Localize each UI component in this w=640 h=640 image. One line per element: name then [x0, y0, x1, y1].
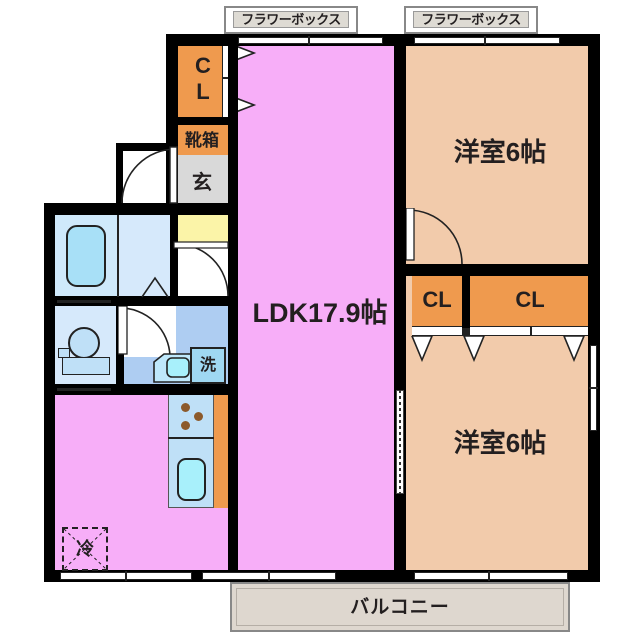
ldk-closet-label: C L [178, 40, 228, 117]
ldk-label: LDK17.9帖 [252, 297, 388, 328]
window-bottom-ldk-mark [268, 571, 270, 581]
wall-closet-divider [462, 272, 470, 328]
toilet-tank [62, 357, 110, 375]
window-top-bedroom [414, 37, 560, 44]
bedroom-closet-right [470, 274, 590, 326]
wall-dress-right [170, 215, 178, 300]
closet-door-band [412, 326, 590, 336]
bathtub [66, 225, 106, 287]
kitchen-sink [177, 458, 206, 501]
dressing-area [118, 215, 172, 297]
bath-divider-line [117, 215, 119, 297]
flower-box-right-label: フラワーボックス [421, 12, 521, 27]
closet-door-split-1 [462, 326, 470, 336]
window-top-ldk-mark [308, 36, 310, 45]
wall-tick-left-1 [57, 300, 111, 303]
stove-burner-3 [181, 421, 190, 430]
sliding-door-ldk-bedroom[interactable] [399, 390, 401, 494]
wall-bath-mid [44, 296, 228, 306]
window-right-upper-mark [589, 387, 598, 389]
shoe-cabinet-label: 靴箱 [185, 130, 219, 150]
washroom-door-swing-area [118, 305, 176, 357]
balcony-inner [236, 588, 564, 626]
genkan-area [176, 155, 228, 210]
wall-below-ldk-closet [166, 117, 228, 125]
wall-right-outer [588, 34, 600, 582]
toilet-bowl [68, 327, 100, 359]
bathroom-folding-door[interactable] [140, 276, 170, 298]
bedroom-closet-left-label: CL [422, 287, 452, 312]
bedroom-closet-right-label: CL [515, 287, 545, 312]
shoe-cabinet [176, 125, 228, 155]
stove-burner-1 [181, 403, 190, 412]
bedroom-bottom-label: 洋室6帖 [453, 428, 547, 458]
corridor-door-swing[interactable] [172, 240, 232, 300]
washing-machine-space [190, 347, 226, 384]
kitchen-unit-divider [168, 437, 214, 439]
washroom-door-swing[interactable] [118, 306, 176, 358]
refrigerator-label: 冷 [76, 539, 94, 559]
window-bottom-bedroom-mark [488, 571, 490, 581]
wall-hall-top [116, 143, 178, 151]
corridor-door-area [176, 247, 228, 298]
entrance-door-swing[interactable] [116, 143, 180, 213]
refrigerator-space [62, 527, 108, 571]
ldk-closet-label-line1: C [195, 53, 211, 79]
ldk-closet [178, 40, 228, 117]
stove-burner-2 [194, 412, 203, 421]
bedroom-top-area [406, 34, 590, 274]
wall-ldk-left [228, 34, 238, 570]
kitchen-counter-upper [212, 392, 232, 438]
wall-ldkext-left [44, 384, 55, 582]
wall-tick-left-2 [57, 388, 111, 391]
window-top-ldk [238, 37, 383, 44]
balcony-label: バルコニー [350, 596, 450, 618]
wall-bedroom-divider [394, 264, 600, 276]
ldk-closet-door-split [222, 77, 232, 79]
wall-bath-top [44, 203, 228, 215]
ldk-area-main [228, 34, 394, 570]
genkan-label: 玄 [192, 171, 212, 194]
flower-box-left-label: フラワーボックス [241, 12, 341, 27]
refrigerator-cross [63, 528, 107, 570]
wall-washroom-bottom [116, 384, 236, 395]
closet-door-arrows [411, 336, 585, 362]
window-top-bedroom-mark [484, 36, 486, 45]
bedroom-top-door-swing[interactable] [406, 208, 468, 266]
toilet-flush-lever [58, 348, 70, 358]
bedroom-closet-left [412, 274, 462, 326]
flower-box-left [233, 11, 349, 28]
flower-box-right [413, 11, 529, 28]
ldk-closet-label-line2: L [196, 78, 210, 104]
washing-machine-label: 洗 [199, 356, 216, 374]
wall-hall-left [116, 143, 123, 210]
window-bottom-bedroom [414, 572, 568, 580]
window-bottom-left-mark [125, 571, 127, 581]
bedroom-top-label: 洋室6帖 [453, 137, 547, 167]
closet-door-split-2 [530, 326, 532, 336]
